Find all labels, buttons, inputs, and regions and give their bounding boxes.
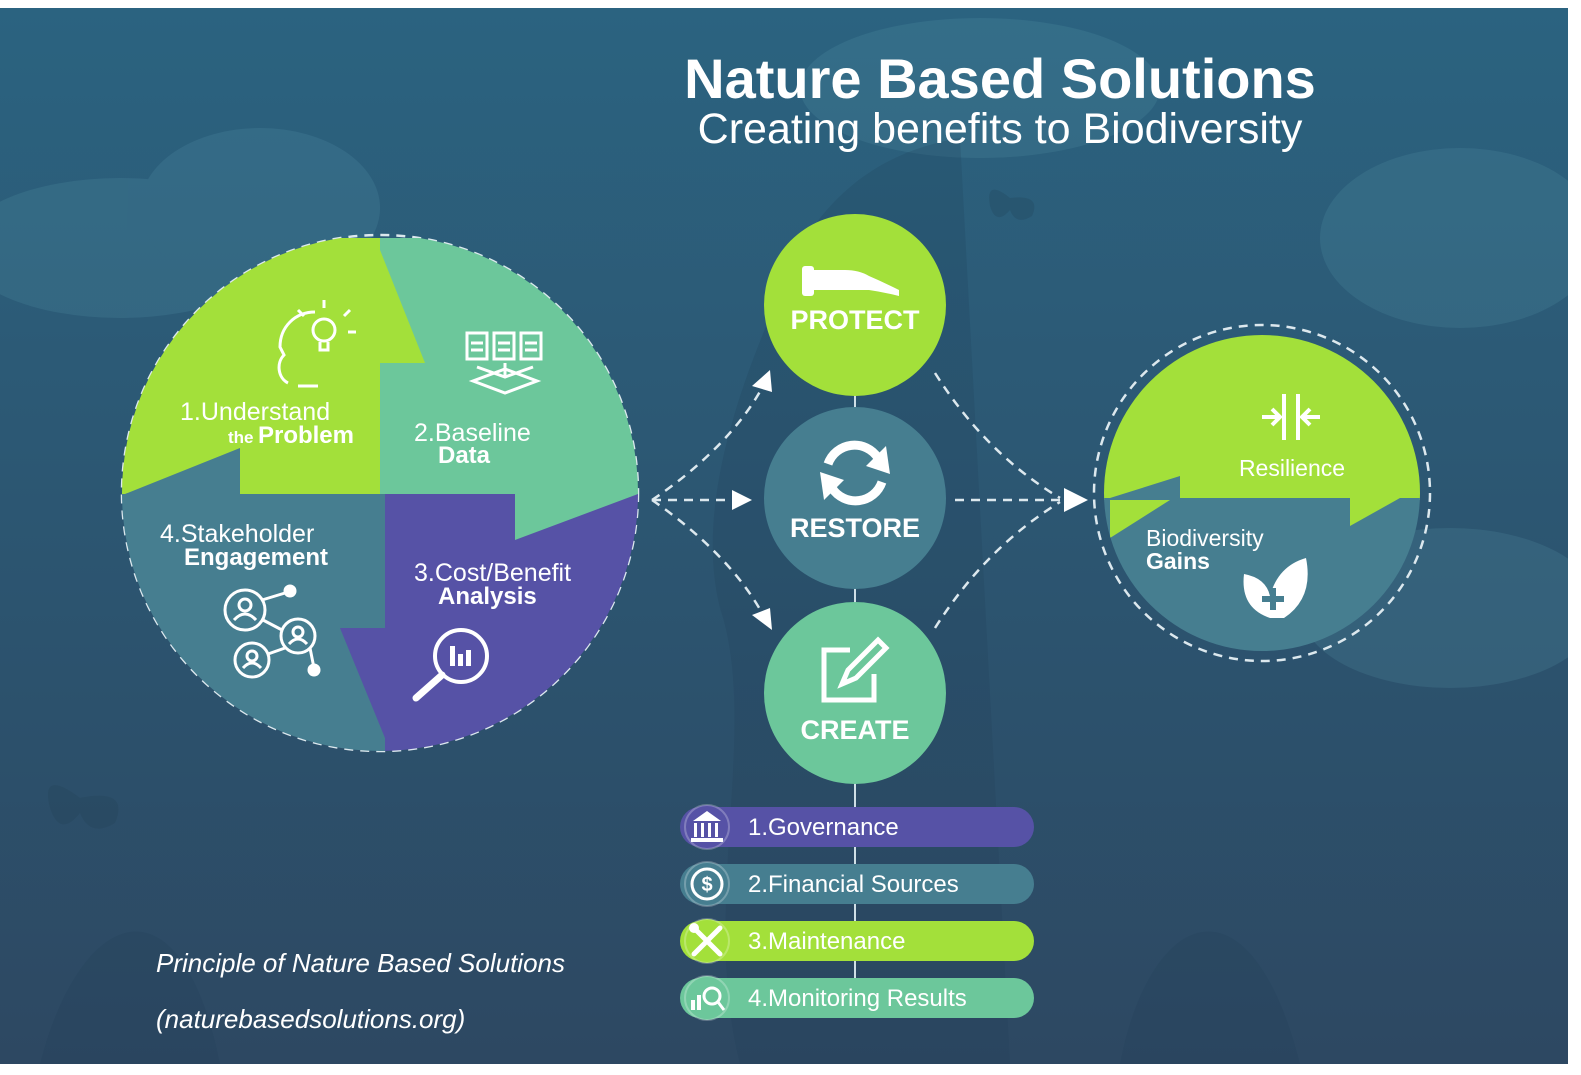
- outcome-notch-right: [1350, 498, 1400, 526]
- building-icon: [691, 811, 723, 842]
- arrowhead-protect: [752, 370, 772, 392]
- protect-label: PROTECT: [790, 305, 920, 335]
- step-pill[interactable]: [680, 807, 1034, 847]
- chart-search-icon: [691, 986, 726, 1011]
- infographic: Nature Based Solutions Creating benefits…: [0, 8, 1568, 1064]
- q3-num: 3.: [414, 559, 435, 587]
- q1-line1: 1.Understand: [180, 398, 330, 426]
- refresh-arrowhead-1: [866, 446, 890, 474]
- resilience-label: Resilience: [1239, 455, 1345, 481]
- arrowheads: [732, 370, 1088, 630]
- restore-label: RESTORE: [790, 513, 920, 543]
- people-network-icon: [223, 584, 321, 679]
- q3-bold: Analysis: [438, 583, 537, 610]
- caption-line1: Principle of Nature Based Solutions: [156, 948, 566, 978]
- q1-text: Understand: [201, 398, 330, 426]
- create-label: CREATE: [800, 715, 909, 745]
- create-circle[interactable]: [764, 602, 946, 784]
- arrowhead-restore: [732, 490, 752, 510]
- step-icon-badge: [684, 975, 730, 1021]
- step-label: 2.Financial Sources: [748, 871, 959, 898]
- q1-pre: the: [228, 428, 254, 447]
- documents-tray-icon: [465, 331, 543, 395]
- q3-text: Cost/Benefit: [435, 559, 571, 587]
- refresh-arrows-icon: [823, 440, 887, 506]
- q1-bold: Problem: [258, 422, 354, 449]
- leaf-plus-icon: [1243, 558, 1308, 618]
- q1-line2: the Problem: [228, 422, 354, 449]
- arrow-notch-2: [515, 494, 638, 540]
- infographic-canvas: Nature Based Solutions Creating benefits…: [0, 8, 1568, 1064]
- outcome-notch-upper: [1110, 476, 1180, 498]
- arrow-notch-3: [340, 628, 385, 738]
- subtitle: Creating benefits to Biodiversity: [698, 105, 1303, 153]
- q4-line1: 4.Stakeholder: [160, 520, 314, 548]
- step-item-1[interactable]: 1.Governance: [680, 804, 1034, 850]
- outcome-dashed-ring: [1092, 323, 1432, 663]
- arrowhead-outcome: [1064, 488, 1088, 512]
- q3-line1: 3.Cost/Benefit: [414, 559, 571, 587]
- connector-lines: [651, 372, 1061, 629]
- title: Nature Based Solutions: [684, 47, 1316, 110]
- step-label: 3.Maintenance: [748, 928, 905, 955]
- dollar-icon: $: [690, 867, 724, 901]
- refresh-arrowhead-2: [820, 472, 844, 500]
- q2-num: 2.: [414, 419, 435, 447]
- protect-circle[interactable]: [764, 214, 946, 396]
- step-item-4[interactable]: 4.Monitoring Results: [680, 975, 1034, 1021]
- arrow-notch-4: [125, 448, 240, 494]
- svg-text:$: $: [701, 874, 712, 896]
- idea-head-icon: [277, 300, 356, 388]
- arrowhead-create: [752, 608, 772, 630]
- gains-line1: Biodiversity: [1146, 525, 1264, 551]
- butterfly-silhouettes: [48, 189, 1035, 829]
- q1-num: 1.: [180, 398, 201, 426]
- compress-arrows-icon: [1262, 394, 1320, 440]
- q2-line1: 2.Baseline: [414, 419, 531, 447]
- gains-line2: Gains: [1146, 548, 1210, 574]
- caption-line2: (naturebasedsolutions.org): [156, 1004, 466, 1034]
- q4-num: 4.: [160, 520, 181, 548]
- magnifier-chart-icon: [412, 628, 489, 702]
- connector-protect-out: [933, 372, 1061, 500]
- q2-bold: Data: [438, 442, 491, 469]
- connector-to-protect: [651, 387, 764, 502]
- arrow-notch-1: [380, 250, 425, 363]
- outcome-notch-left: [1110, 500, 1170, 538]
- step-pill[interactable]: [680, 921, 1034, 961]
- step-label: 1.Governance: [748, 814, 899, 841]
- q4-bold: Engagement: [184, 544, 328, 571]
- step-pill[interactable]: [680, 978, 1034, 1018]
- q4-text: Stakeholder: [181, 520, 314, 548]
- step-item-3[interactable]: 3.Maintenance: [680, 918, 1034, 964]
- step-pill[interactable]: [680, 864, 1034, 904]
- q2-text: Baseline: [435, 419, 531, 447]
- protecting-hand-icon: [802, 266, 899, 296]
- steps-list: 1.Governance $2.Financial Sources 3.Main…: [680, 804, 1034, 1021]
- connector-create-out: [933, 500, 1061, 629]
- edit-pencil-icon: [821, 636, 890, 703]
- tools-icon: [689, 923, 723, 957]
- connector-to-create: [651, 498, 764, 614]
- step-item-2[interactable]: $2.Financial Sources: [680, 861, 1034, 907]
- step-label: 4.Monitoring Results: [748, 985, 967, 1012]
